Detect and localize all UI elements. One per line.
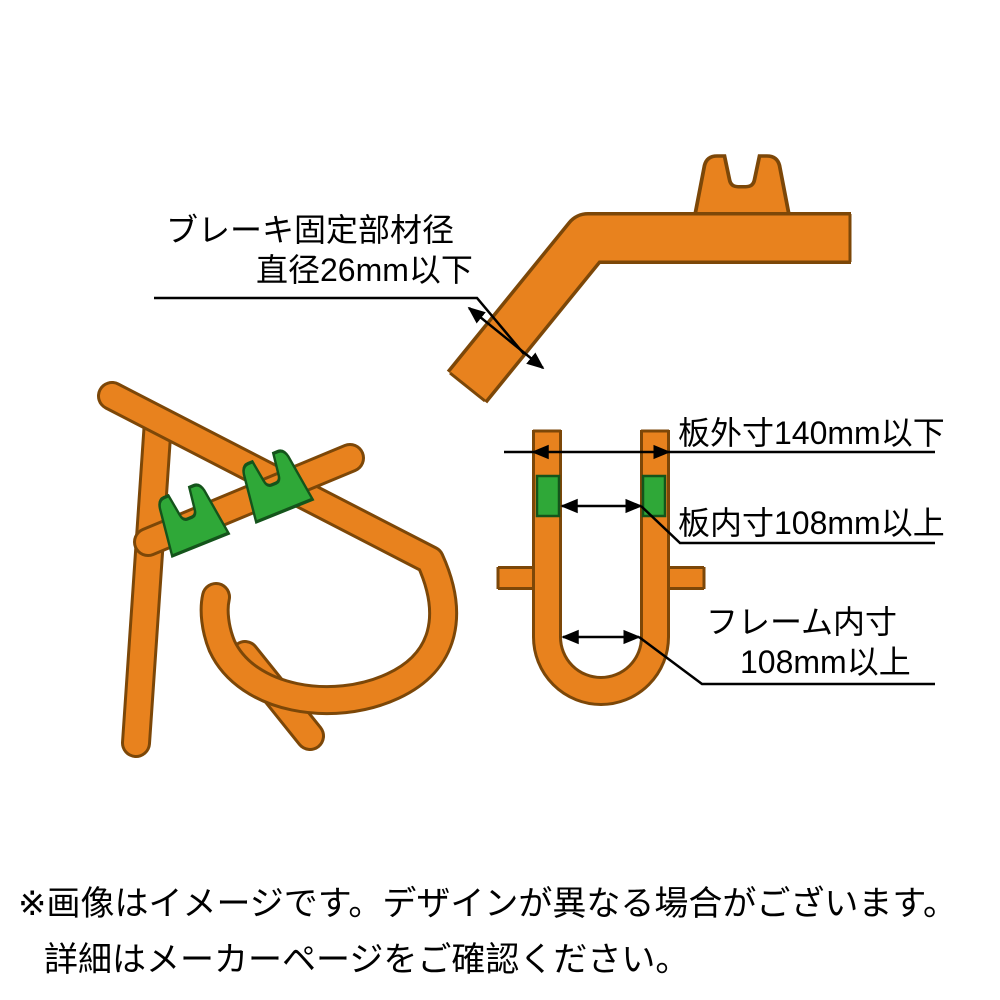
brake-tube <box>467 238 851 387</box>
u-frame-outline <box>547 430 655 691</box>
frame-inner-leader-line <box>638 635 935 686</box>
frame-inner-width-label-line2: 108mm以上 <box>740 644 911 680</box>
frame-inner-width-label-line1: フレーム内寸 <box>706 604 898 640</box>
brake-tube-cut-cap <box>449 371 486 403</box>
right-green-plate <box>641 474 667 518</box>
brake-tube-drawing <box>154 154 851 403</box>
inner-width-leader-line <box>640 505 935 545</box>
frame-3d-drawing <box>112 396 443 743</box>
frame-front-drawing <box>498 430 935 691</box>
left-green-plate <box>535 474 561 518</box>
disclaimer-line1: ※画像はイメージです。デザインが異なる場合がございます。 <box>18 885 958 923</box>
plate-outer-width-label: 板外寸140mm以下 <box>678 415 945 451</box>
plate-inner-width-label: 板内寸108mm以上 <box>678 505 945 541</box>
brake-diameter-arrow <box>467 306 545 370</box>
brake-bracket <box>692 154 792 220</box>
brake-diameter-label-line2: 直径26mm以下 <box>256 252 473 288</box>
brake-diameter-label-line1: ブレーキ固定部材径 <box>166 212 455 248</box>
disclaimer-line2: 詳細はメーカーページをご確認ください。 <box>44 941 690 979</box>
frame-left-leg-tube <box>136 421 158 743</box>
